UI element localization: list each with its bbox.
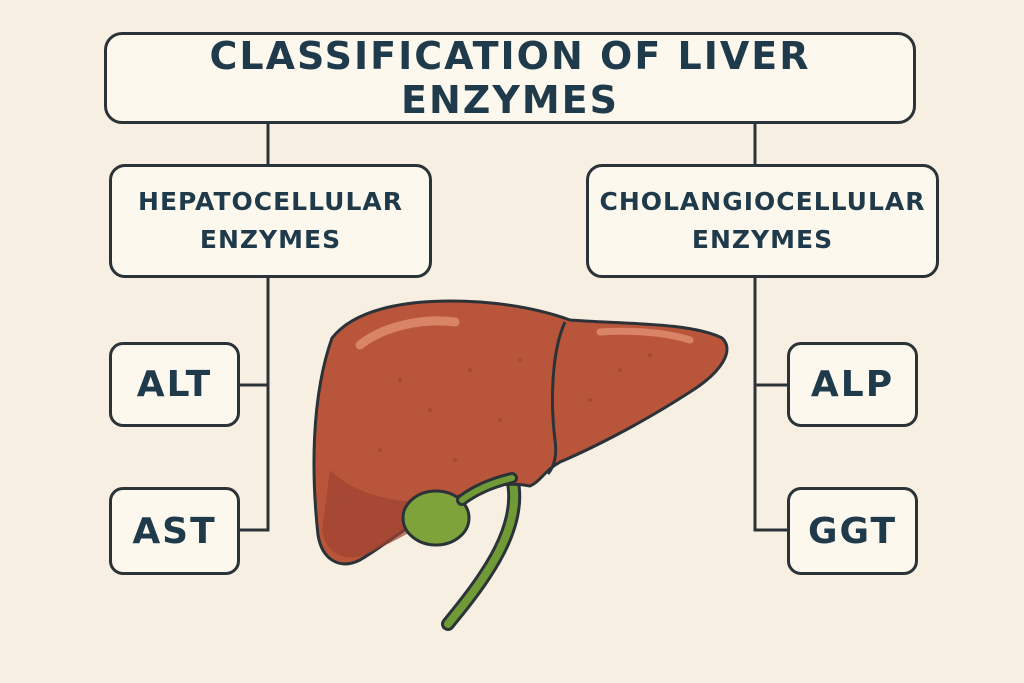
cholangiocellular-category-box: CHOLANGIOCELLULAR ENZYMES <box>586 164 939 278</box>
hepatocellular-category-box: HEPATOCELLULAR ENZYMES <box>109 164 432 278</box>
enzyme-box-alp: ALP <box>787 342 918 427</box>
gallbladder <box>401 489 471 547</box>
connector-cholangiocellular-to-alp-ggt <box>753 278 787 532</box>
bile-duct-fill <box>444 474 519 628</box>
enzyme-label-ast: AST <box>132 510 217 552</box>
cholangiocellular-label-line2: ENZYMES <box>691 225 834 254</box>
liver-lobe-divider <box>546 321 567 475</box>
enzyme-box-alt: ALT <box>109 342 240 427</box>
enzyme-label-alp: ALP <box>810 364 895 405</box>
enzyme-box-ggt: GGT <box>787 487 918 575</box>
title-box: CLASSIFICATION OF LIVER ENZYMES <box>104 32 916 124</box>
gallbladder-neck-fill <box>459 475 515 503</box>
enzyme-box-ast: AST <box>109 487 240 575</box>
hepatocellular-label-line1: HEPATOCELLULAR <box>138 187 403 216</box>
diagram-title: CLASSIFICATION OF LIVER ENZYMES <box>209 34 811 122</box>
hepatocellular-label-line2: ENZYMES <box>199 225 342 254</box>
liver-highlight-right <box>596 327 694 344</box>
liver-shadow <box>322 470 470 558</box>
enzyme-label-ggt: GGT <box>807 510 898 552</box>
connector-lines <box>240 124 787 532</box>
cholangiocellular-label-line1: CHOLANGIOCELLULAR <box>599 187 926 216</box>
liver-speckles <box>348 353 652 502</box>
liver-highlight <box>355 316 460 350</box>
enzyme-label-alt: ALT <box>136 364 213 405</box>
liver-with-gallbladder-icon <box>312 299 729 631</box>
connector-hepatocellular-to-alt-ast <box>240 278 270 532</box>
